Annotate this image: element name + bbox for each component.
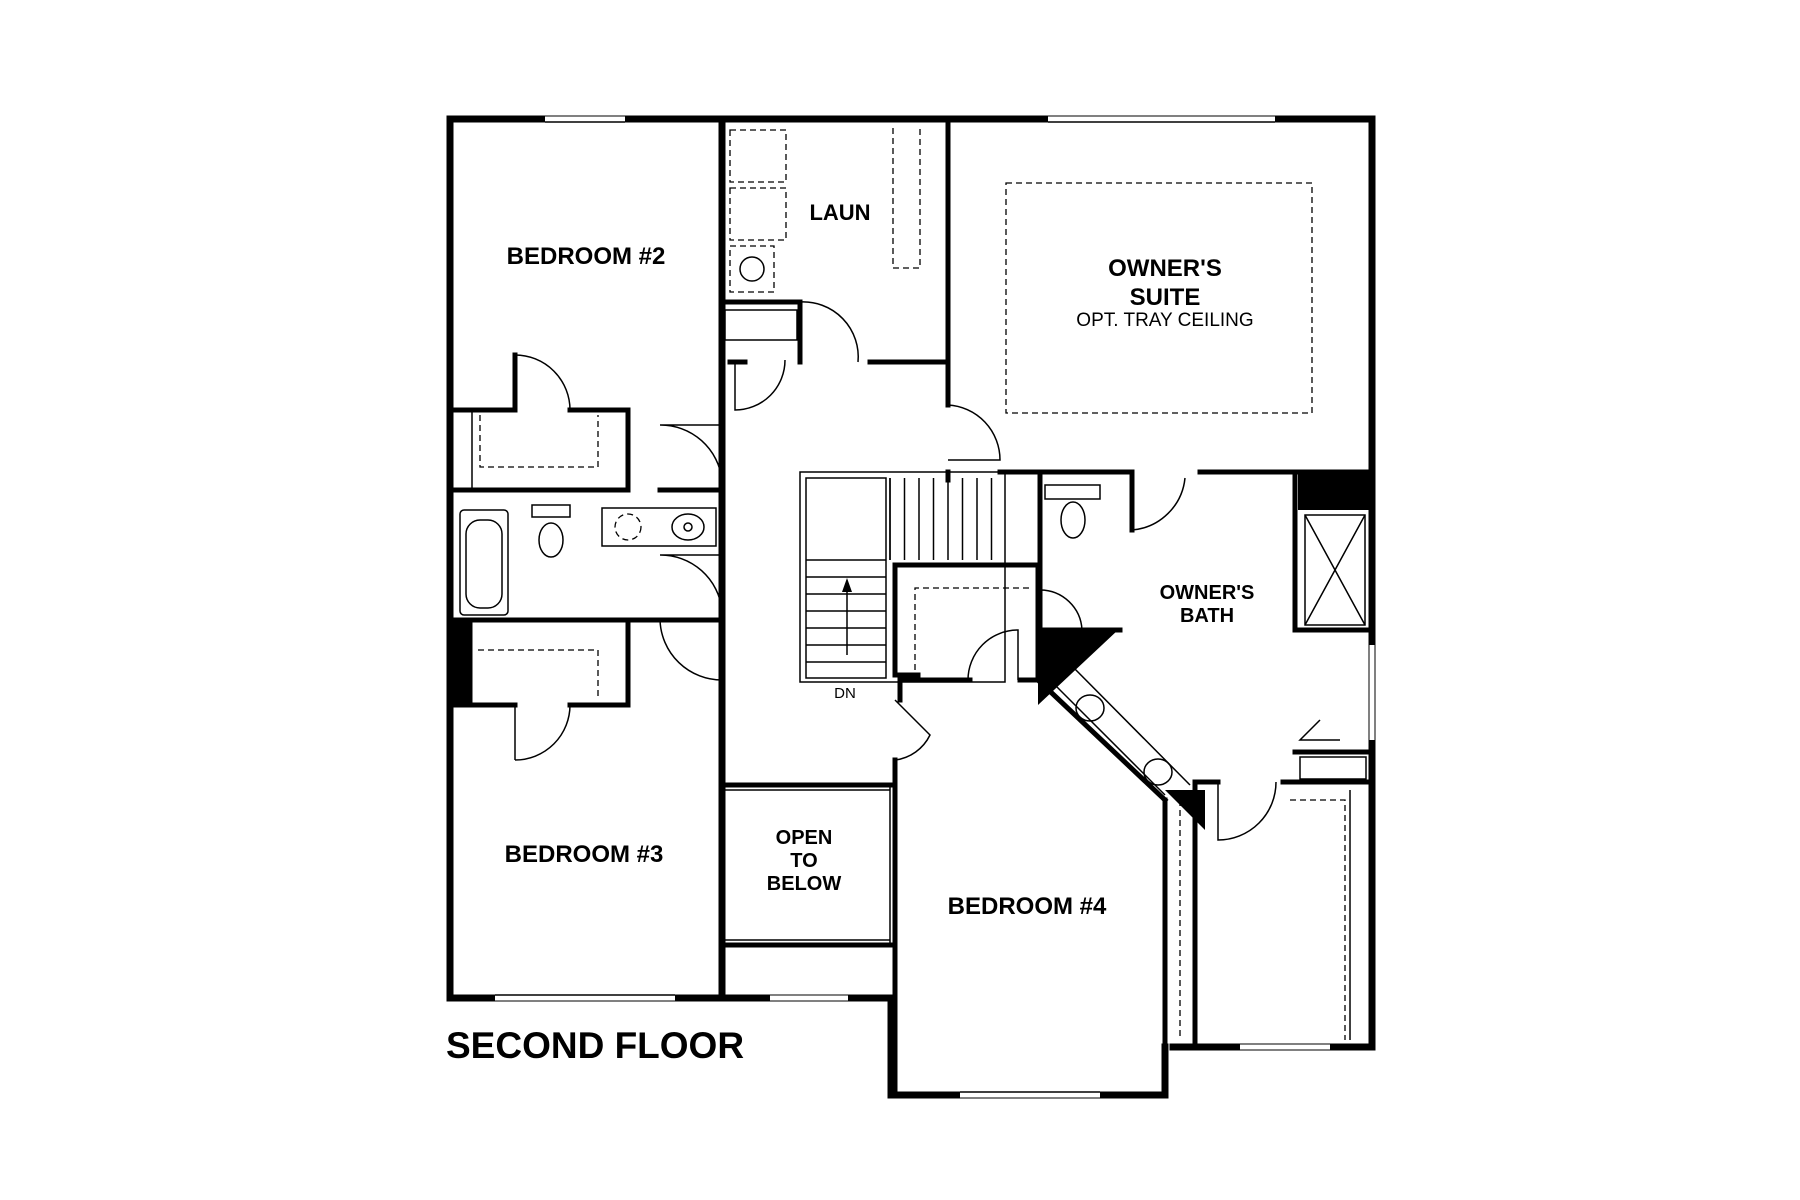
hall-bath-fixtures	[459, 504, 717, 616]
open-to-below	[721, 784, 891, 946]
tray-ceiling	[1005, 182, 1313, 414]
owners-bath-fixtures	[1044, 484, 1367, 796]
doors	[514, 301, 1340, 841]
closet-bedroom3	[478, 649, 599, 700]
open-below-label-1: OPEN	[776, 827, 833, 849]
room-labels: BEDROOM #2 BEDROOM #3 BEDROOM #4 LAUN OW…	[505, 200, 1255, 920]
laundry-label: LAUN	[809, 200, 870, 225]
bedroom4-label: BEDROOM #4	[948, 893, 1107, 920]
solid-wall-blocks	[452, 472, 1370, 830]
staircase	[799, 471, 1006, 683]
owners-closet	[1179, 790, 1351, 1040]
linen-closet	[724, 309, 798, 341]
laundry-fixtures	[729, 128, 921, 293]
hall-closet	[914, 587, 1030, 670]
windows	[495, 116, 1375, 1098]
open-below-label-2: TO	[790, 850, 817, 872]
floor-title: SECOND FLOOR	[446, 1025, 744, 1066]
open-below-label-3: BELOW	[767, 873, 842, 895]
closet-bedroom2	[471, 410, 599, 490]
stair-direction-label: DN	[834, 685, 856, 702]
bedroom3-label: BEDROOM #3	[505, 841, 664, 868]
bedroom2-label: BEDROOM #2	[507, 243, 666, 270]
owners-suite-label-1: OWNER'S	[1108, 255, 1222, 282]
owners-bath-label-2: BATH	[1180, 605, 1234, 627]
tray-ceiling-note: OPT. TRAY CEILING	[1076, 310, 1253, 331]
owners-suite-label-2: SUITE	[1130, 284, 1201, 311]
owners-bath-label-1: OWNER'S	[1160, 582, 1255, 604]
